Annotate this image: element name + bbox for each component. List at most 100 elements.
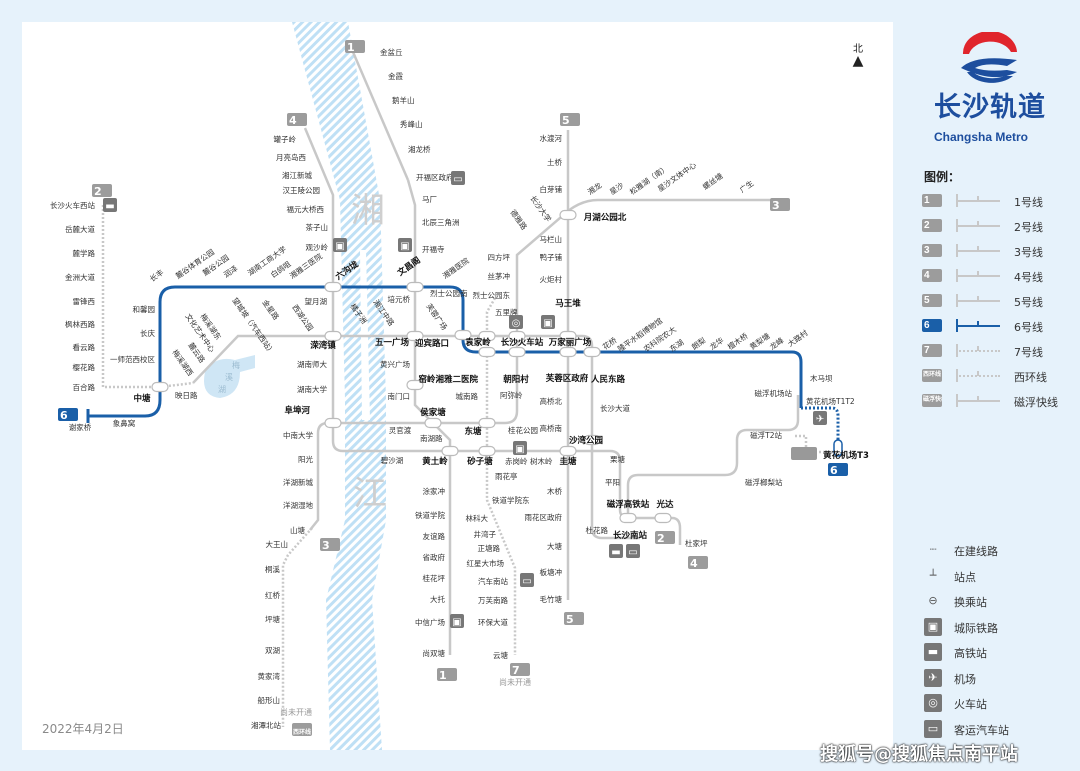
interchange-station[interactable]: [559, 209, 577, 221]
station-line2[interactable]: 迎宾路口: [415, 338, 449, 349]
station-line2[interactable]: 百合路: [73, 382, 96, 392]
station-line6[interactable]: 大路村: [785, 327, 810, 348]
interchange-station[interactable]: [324, 330, 342, 342]
station-line1[interactable]: 五一广场: [375, 337, 410, 348]
station-line2[interactable]: 芙蓉广场: [424, 301, 450, 332]
station-line3[interactable]: 五里牌: [495, 307, 518, 317]
station-line6[interactable]: 烈士公园南: [430, 288, 468, 298]
station-line5[interactable]: 水渡河: [540, 133, 563, 143]
station-maglev[interactable]: 磁浮T2站: [750, 430, 782, 440]
interchange-station[interactable]: [454, 329, 472, 341]
interchange-station[interactable]: [654, 512, 672, 524]
station-line5[interactable]: 鸭子铺: [540, 252, 563, 262]
station-line1[interactable]: 大托: [430, 594, 445, 604]
station-line1[interactable]: 侯家塘: [420, 407, 446, 418]
station-line6[interactable]: 隆平水稻博物馆: [615, 315, 664, 354]
station-line2[interactable]: 平阳: [605, 478, 620, 487]
station-line1[interactable]: 友谊路: [423, 531, 446, 541]
station-line3[interactable]: 螺丝塘: [700, 170, 725, 191]
station-line3[interactable]: 桂花公园: [508, 425, 538, 435]
station-line2[interactable]: 栗塘: [610, 454, 625, 464]
station-line3[interactable]: 阿弥岭: [500, 390, 523, 400]
station-line1[interactable]: 鹅羊山: [392, 95, 415, 105]
station-line5[interactable]: 高桥北: [540, 396, 563, 406]
interchange-station[interactable]: [559, 445, 577, 457]
station-line7[interactable]: 雨花亭: [495, 471, 518, 481]
station-line6[interactable]: 窑岭湘雅二医院: [418, 374, 478, 385]
station-line1[interactable]: 马厂: [422, 195, 437, 204]
station-line2[interactable]: 溁湾镇: [310, 340, 336, 351]
station-line3[interactable]: 阜埠河: [284, 405, 310, 416]
station-line6[interactable]: 一师范西校区: [110, 354, 155, 364]
station-line3[interactable]: 洋湖湿地: [283, 500, 313, 510]
station-line6[interactable]: 和馨园: [133, 305, 156, 314]
station-line6[interactable]: 花桥: [600, 335, 618, 352]
interchange-station[interactable]: [406, 281, 424, 293]
station-line1[interactable]: 桂花坪: [423, 573, 446, 583]
interchange-station[interactable]: [478, 346, 496, 358]
interchange-station[interactable]: [478, 417, 496, 429]
station-line1[interactable]: 省政府: [423, 552, 446, 562]
interchange-station[interactable]: [441, 445, 459, 457]
station-line7[interactable]: 正塘路: [478, 543, 501, 553]
station-line4[interactable]: 杜花路: [586, 525, 609, 535]
station-line7[interactable]: 井湾子: [474, 529, 497, 539]
station-line4[interactable]: 圭塘: [559, 456, 577, 467]
station-line6[interactable]: 木马坝: [810, 373, 833, 383]
station-line1[interactable]: 金霞: [388, 71, 403, 81]
station-line6[interactable]: 湘雅三医院: [287, 251, 324, 281]
station-line6[interactable]: 湘雅医院: [440, 255, 471, 281]
station-line1[interactable]: 金盆丘: [380, 47, 403, 57]
station-line5[interactable]: 毛竹塘: [540, 594, 563, 604]
interchange-station[interactable]: [508, 346, 526, 358]
station-line2[interactable]: 长沙火车西站: [50, 200, 95, 210]
station-west-ring[interactable]: 湘潭北站: [251, 720, 281, 730]
station-line6[interactable]: 黄梨塘: [747, 330, 772, 351]
station-line2[interactable]: 金星路: [260, 297, 281, 322]
station-line5[interactable]: 木桥: [547, 486, 562, 496]
station-line2[interactable]: 西湖公园: [290, 303, 315, 333]
station-line5[interactable]: 马栏山: [540, 234, 563, 244]
station-line5[interactable]: 芙蓉区政府: [545, 373, 589, 384]
station-line6[interactable]: 象鼻窝: [113, 418, 136, 428]
station-line2[interactable]: 袁家岭: [464, 337, 491, 348]
station-line6[interactable]: 谢家桥: [69, 422, 92, 432]
station-line1[interactable]: 南门口: [388, 391, 411, 401]
station-line3[interactable]: 湘龙: [585, 180, 603, 197]
station-line3[interactable]: 城南路: [456, 391, 479, 401]
station-line4[interactable]: 碧沙湖: [381, 455, 404, 465]
station-line3[interactable]: 山塘: [290, 525, 305, 535]
interchange-station[interactable]: [424, 417, 442, 429]
interchange-station[interactable]: [508, 330, 526, 342]
station-line1[interactable]: 文昌阁: [395, 255, 422, 279]
station-line4[interactable]: 望月湖: [305, 296, 328, 306]
station-line2[interactable]: 光达: [655, 499, 674, 510]
station-line1[interactable]: 南湖路: [420, 433, 443, 443]
interchange-station[interactable]: [619, 512, 637, 524]
station-line6[interactable]: 黄花机场T1T2: [806, 396, 855, 406]
station-line6[interactable]: 长庆: [140, 328, 155, 338]
station-line7[interactable]: 云塘: [493, 650, 508, 660]
interchange-station[interactable]: [324, 281, 342, 293]
station-line3[interactable]: 广生: [737, 178, 755, 195]
interchange-station[interactable]: [583, 346, 601, 358]
station-line2[interactable]: 麓学路: [73, 248, 96, 258]
station-line1[interactable]: 黄土岭: [422, 456, 448, 467]
station-line4[interactable]: 湖南师大: [297, 359, 327, 369]
station-line1[interactable]: 湘龙桥: [408, 144, 431, 154]
station-west-ring[interactable]: 桐溪: [265, 564, 280, 574]
station-line4[interactable]: 杜家坪: [685, 538, 708, 548]
station-line1[interactable]: 中信广场: [415, 617, 445, 627]
station-line2[interactable]: 长沙大道: [600, 403, 630, 413]
station-line3[interactable]: 德雅路: [508, 207, 529, 232]
station-line3[interactable]: 灵官渡: [389, 425, 412, 435]
station-line1[interactable]: 秀峰山: [400, 119, 423, 129]
station-west-ring[interactable]: 黄家湾: [258, 671, 281, 681]
station-line4[interactable]: 树木岭: [530, 456, 553, 466]
station-west-ring[interactable]: 大王山: [266, 539, 289, 549]
station-line7[interactable]: 林科大: [466, 513, 489, 523]
station-line5[interactable]: 马王堆: [555, 298, 581, 309]
station-west-ring[interactable]: 船形山: [258, 695, 281, 705]
station-line1[interactable]: 北辰三角洲: [422, 217, 460, 227]
station-line4[interactable]: 赤岗岭: [505, 456, 528, 466]
